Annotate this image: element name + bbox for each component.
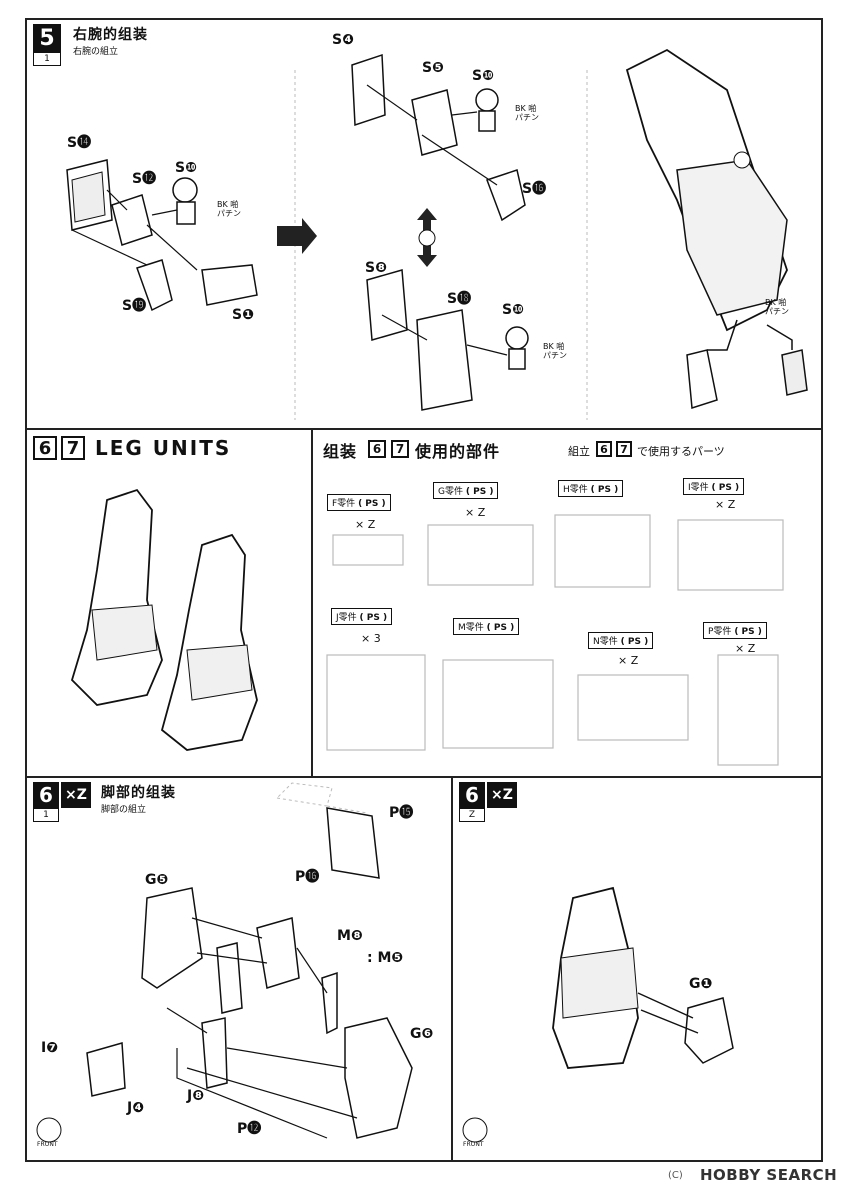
click-note: BK 啪 パチン: [765, 298, 789, 316]
part-label: P⓯: [389, 805, 414, 821]
step-number: 7: [391, 440, 409, 458]
part-qty: × Z: [465, 506, 486, 519]
part-label: S⓳: [122, 298, 147, 314]
parts-used-panel: 组装 6 7 使用的部件 組立 6 7 で使用するパーツ F零件 ( PS ) …: [311, 428, 823, 778]
part-label: S❽: [365, 260, 387, 276]
step-5-drawing: [66, 48, 808, 420]
copyright: (C): [668, 1170, 683, 1181]
part-label: G❺: [145, 872, 169, 888]
click-note: BK 啪 パチン: [217, 200, 241, 218]
step-title: 脚部的组装: [101, 785, 176, 801]
part-label: P⓬: [237, 1121, 262, 1137]
step-number: 6: [33, 436, 57, 460]
part-label: S⓮: [67, 135, 92, 151]
hobby-search-logo: HOBBY SEARCH: [700, 1166, 838, 1184]
part-label: S❿: [472, 68, 494, 84]
front-label: FRONT: [37, 1141, 58, 1148]
section-title: LEG UNITS: [95, 436, 232, 460]
leg-units-panel: 6 7 LEG UNITS: [25, 428, 313, 778]
part-label: G❻: [410, 1026, 434, 1042]
part-label: S❿: [175, 160, 197, 176]
step-subtitle: 右腕の組立: [73, 47, 119, 57]
runner-drawings: [326, 514, 784, 766]
parts-title-jp-suffix: で使用するパーツ: [637, 445, 725, 458]
part-qty: × Z: [735, 642, 756, 655]
part-qty: × 3: [361, 632, 381, 645]
part-qty: × Z: [355, 518, 376, 531]
step-multiplier: ×Z: [487, 782, 517, 808]
leg-units-drawing: [70, 488, 258, 751]
part-label: S⓰: [522, 181, 547, 197]
part-label: J❽: [187, 1088, 205, 1104]
part-qty: × Z: [715, 498, 736, 511]
part-label: S❺: [422, 60, 444, 76]
part-label: M❽: [337, 928, 363, 944]
part-label: : M❺: [367, 950, 404, 966]
part-tag: G零件 ( PS ): [433, 482, 499, 499]
parts-title-cn: 组装: [323, 442, 358, 461]
part-label: S❿: [502, 302, 524, 318]
part-qty: × Z: [618, 654, 639, 667]
part-tag: H零件 ( PS ): [558, 480, 624, 497]
part-tag: N零件 ( PS ): [588, 632, 654, 649]
part-tag: M零件 ( PS ): [453, 618, 520, 635]
part-tag: I零件 ( PS ): [683, 478, 745, 495]
substep-number: 1: [33, 808, 59, 822]
step-number: 6: [596, 441, 612, 457]
step-6-2-panel: 6 ×Z Z G❶ FRONT: [451, 776, 823, 1162]
step-number: 5: [33, 24, 61, 52]
click-note: BK 啪 パチン: [515, 104, 539, 122]
parts-title-cn-suffix: 使用的部件: [415, 442, 501, 461]
part-label: S⓲: [447, 291, 472, 307]
step-title: 右腕的组装: [73, 27, 148, 43]
step-number: 6: [459, 782, 485, 808]
parts-title-jp: 組立: [568, 445, 590, 458]
part-label: S⓬: [132, 171, 157, 187]
step-number: 6: [33, 782, 59, 808]
step-5-panel: 5 1 右腕的组装 右腕の組立: [25, 18, 823, 430]
click-note: BK 啪 パチン: [543, 342, 567, 360]
step-6-1-drawing: [36, 782, 482, 1143]
part-label: S❹: [332, 32, 354, 48]
front-label: FRONT: [463, 1141, 484, 1148]
part-label: J❹: [127, 1100, 145, 1116]
step-subtitle: 脚部の組立: [101, 805, 147, 815]
part-label: P⓰: [295, 869, 320, 885]
part-label: G❶: [689, 976, 713, 992]
step-6-1-panel: 6 ×Z 1 脚部的组装 脚部の組立 P⓯ P⓰ G❺ M❽ : M❺ G❻ I…: [25, 776, 482, 1162]
substep-number: 1: [33, 52, 61, 66]
step-6-2-drawing: [462, 886, 734, 1143]
step-number: 7: [616, 441, 632, 457]
part-label: S❶: [232, 307, 254, 323]
step-multiplier: ×Z: [61, 782, 91, 808]
part-tag: F零件 ( PS ): [327, 494, 391, 511]
step-number: 6: [368, 440, 386, 458]
part-label: I❼: [41, 1040, 59, 1056]
part-tag: P零件 ( PS ): [703, 622, 767, 639]
step-number: 7: [61, 436, 85, 460]
part-tag: J零件 ( PS ): [331, 608, 393, 625]
substep-number: Z: [459, 808, 485, 822]
